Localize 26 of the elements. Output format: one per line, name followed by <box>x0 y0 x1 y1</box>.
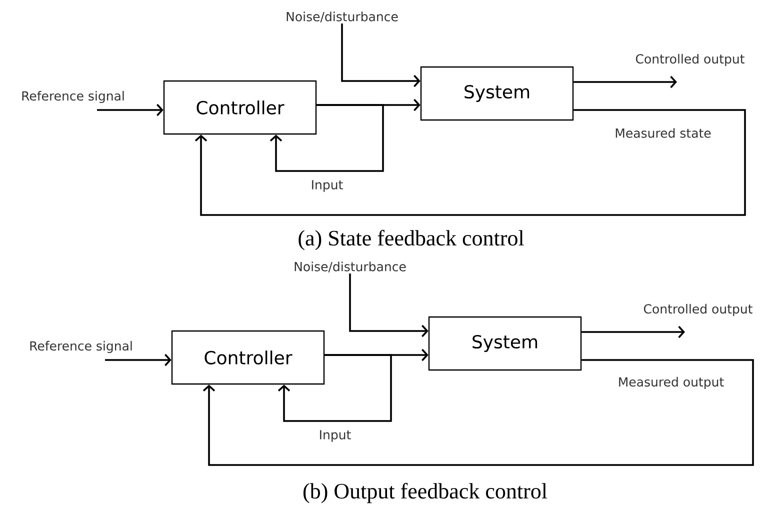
arrow <box>574 76 677 88</box>
arrow <box>97 104 164 116</box>
block-box: Controller <box>163 80 317 135</box>
arrow <box>105 354 172 366</box>
caption: (a) State feedback control <box>298 230 524 250</box>
block-box: System <box>428 316 582 371</box>
arrow <box>202 359 754 466</box>
edge-label: Controlled output <box>642 302 754 318</box>
arrow <box>349 274 428 338</box>
edge-label: Controlled output <box>634 52 746 68</box>
arrow <box>194 109 746 216</box>
edge-label: Input <box>318 429 352 443</box>
arrow <box>270 104 384 172</box>
arrow <box>341 24 420 88</box>
caption: (b) Output feedback control <box>304 482 548 504</box>
signal-label: Reference signal <box>30 340 132 354</box>
edge-label: Measured output <box>616 376 726 390</box>
signal-label: Noise/disturbance <box>286 12 398 22</box>
signal-label: Reference signal <box>22 90 124 104</box>
block-box: System <box>420 66 574 121</box>
block-box: Controller <box>171 330 325 385</box>
edge-label: Measured state <box>614 127 712 139</box>
arrow <box>278 354 392 422</box>
signal-label: Noise/disturbance <box>294 262 406 272</box>
edge-label: Input <box>310 179 344 193</box>
arrow <box>582 326 685 338</box>
